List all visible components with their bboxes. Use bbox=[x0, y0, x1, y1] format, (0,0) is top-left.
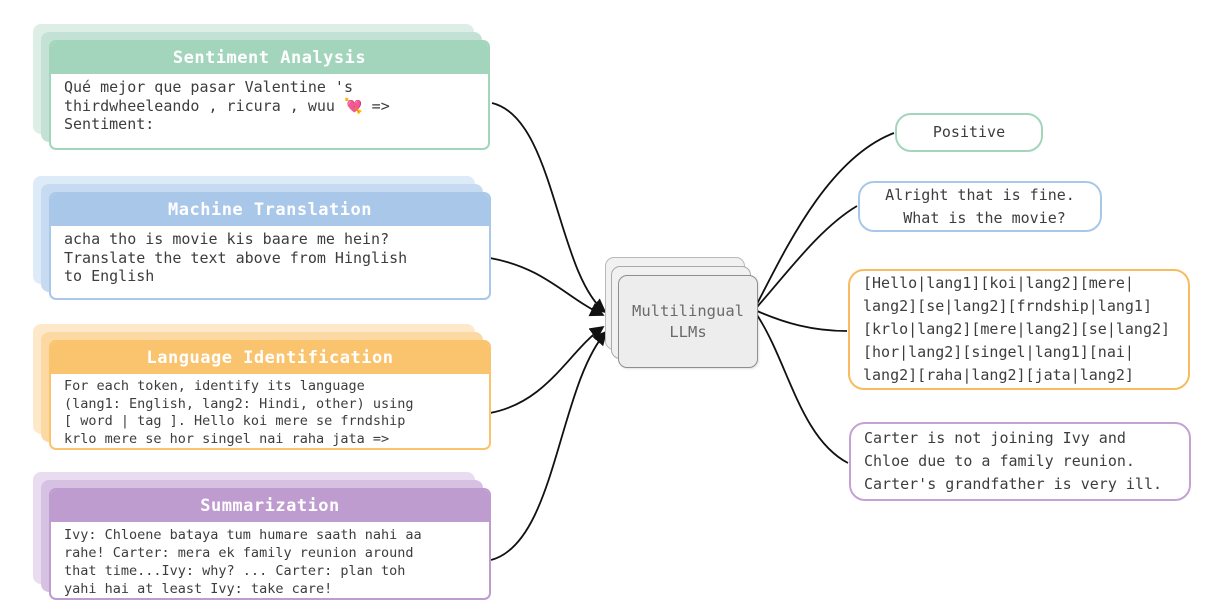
task-card: Summarization Ivy: Chloene bataya tum hu… bbox=[49, 488, 491, 600]
task-card-body: Ivy: Chloene bataya tum humare saath nah… bbox=[64, 527, 422, 597]
task-card-title: Machine Translation bbox=[51, 194, 489, 226]
llm-node-label: Multilingual LLMs bbox=[618, 275, 758, 368]
output-language-id: [Hello|lang1][koi|lang2][mere| lang2][se… bbox=[848, 269, 1190, 390]
connector-sentiment-to-llm bbox=[491, 102, 607, 314]
task-card: Sentiment Analysis Qué mejor que pasar V… bbox=[49, 40, 490, 150]
task-card-body: For each token, identify its language (l… bbox=[64, 378, 414, 447]
task-card-title: Sentiment Analysis bbox=[51, 42, 488, 74]
output-sentiment-positive: Positive bbox=[895, 113, 1043, 152]
output-translation: Alright that is fine. What is the movie? bbox=[858, 181, 1102, 232]
multilingual-llms-node: Multilingual LLMs bbox=[605, 257, 758, 369]
task-card-title: Summarization bbox=[51, 490, 489, 522]
task-card-machine-translation: Machine Translation acha tho is movie ki… bbox=[33, 176, 491, 300]
output-text: Carter is not joining Ivy and Chloe due … bbox=[864, 429, 1163, 493]
task-card-title: Language Identification bbox=[51, 342, 489, 374]
output-text: [Hello|lang1][koi|lang2][mere| lang2][se… bbox=[863, 274, 1171, 384]
task-card-body: acha tho is movie kis baare me hein? Tra… bbox=[64, 230, 408, 285]
connector-llm-to-positive bbox=[756, 132, 895, 305]
output-text: Positive bbox=[932, 123, 1006, 141]
connector-langid-to-llm bbox=[489, 325, 605, 414]
output-text: Alright that is fine. What is the movie? bbox=[885, 185, 1075, 227]
task-card: Language Identification For each token, … bbox=[49, 340, 491, 450]
connector-llm-to-langid-output bbox=[756, 310, 848, 332]
task-card-sentiment-analysis: Sentiment Analysis Qué mejor que pasar V… bbox=[33, 24, 490, 150]
connector-translation-to-llm bbox=[489, 257, 605, 317]
connector-summarization-to-llm bbox=[490, 330, 608, 561]
task-card-body: Qué mejor que pasar Valentine 's thirdwh… bbox=[64, 78, 390, 133]
connector-llm-to-translation-output bbox=[756, 205, 858, 308]
task-card: Machine Translation acha tho is movie ki… bbox=[49, 192, 491, 300]
task-card-summarization: Summarization Ivy: Chloene bataya tum hu… bbox=[33, 472, 491, 600]
connector-llm-to-summary-output bbox=[756, 314, 849, 464]
output-summary: Carter is not joining Ivy and Chloe due … bbox=[849, 422, 1191, 501]
task-card-language-identification: Language Identification For each token, … bbox=[33, 324, 491, 450]
